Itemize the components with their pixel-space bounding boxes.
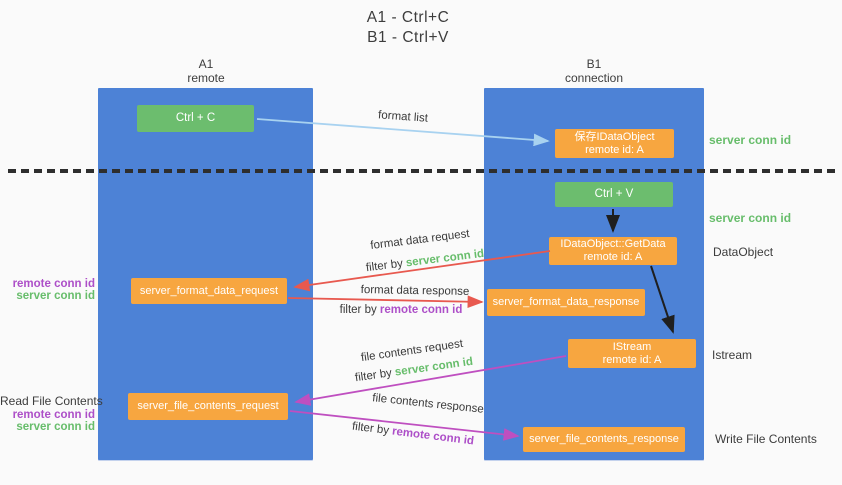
- title-line-2: B1 - Ctrl+V: [367, 29, 449, 46]
- idataobject-getdata-box: IDataObject::GetData remote id: A: [549, 237, 677, 265]
- file-contents-response-label: file contents response: [371, 392, 485, 416]
- file-response-filter-label: filter by remote conn id: [351, 421, 474, 448]
- section-divider-dotted-line: [8, 169, 838, 173]
- filter-by-text: filter by: [339, 304, 380, 316]
- getdata-line1: IDataObject::GetData: [560, 238, 666, 250]
- save-idataobject-line2: remote id: A: [585, 143, 644, 156]
- server-conn-id-text: server conn id: [405, 247, 485, 270]
- file-request-label: server_file_contents_request: [137, 400, 279, 412]
- lane-a1-name: A1: [198, 57, 214, 71]
- lane-b1-header: B1 connection: [565, 57, 623, 85]
- format-data-request-label: format data request: [369, 227, 471, 253]
- remote-conn-id-text: remote conn id: [379, 304, 463, 316]
- server-conn-id-text: server conn id: [394, 355, 474, 379]
- getdata-line2: remote id: A: [583, 251, 643, 263]
- title-line-1: A1 - Ctrl+C: [366, 9, 450, 26]
- file-section-left-annotations: Read File Contents remote conn id server…: [0, 394, 103, 433]
- istream-line2: remote id: A: [602, 353, 662, 366]
- filter-by-text: filter by: [351, 420, 393, 438]
- format-section-left-annotations: remote conn id server conn id: [0, 278, 95, 302]
- write-file-contents-annotation: Write File Contents: [715, 432, 817, 446]
- dataobject-annotation: DataObject: [713, 245, 774, 259]
- server-conn-id-annotation: server conn id: [16, 289, 95, 302]
- server-format-data-response-box: server_format_data_response: [487, 289, 645, 316]
- ctrl-c-box: Ctrl + C: [137, 105, 254, 132]
- file-response-label: server_file_contents_response: [529, 433, 679, 445]
- ctrl-v-label: Ctrl + V: [594, 188, 634, 200]
- filter-by-text: filter by: [354, 366, 396, 385]
- server-conn-id-annotation-top: server conn id: [709, 133, 792, 147]
- server-conn-id-annotation: server conn id: [16, 420, 95, 433]
- lane-a1-header: A1 remote: [187, 57, 224, 85]
- lane-a1-sub: remote: [187, 71, 225, 85]
- ctrl-v-box: Ctrl + V: [555, 182, 673, 207]
- istream-box: IStream remote id: A: [568, 339, 696, 368]
- diagram-title: A1 - Ctrl+C B1 - Ctrl+V: [367, 8, 450, 48]
- istream-line1: IStream: [612, 340, 652, 353]
- ctrl-c-label: Ctrl + C: [175, 112, 216, 124]
- save-idataobject-line1: 保存IDataObject: [574, 130, 655, 143]
- lane-b1-sub: connection: [564, 71, 624, 85]
- server-file-contents-response-box: server_file_contents_response: [523, 427, 685, 452]
- istream-annotation: Istream: [712, 348, 753, 362]
- lane-b1-name: B1: [586, 57, 602, 71]
- remote-conn-id-annotation: remote conn id: [12, 278, 95, 290]
- remote-conn-id-text: remote conn id: [391, 425, 475, 448]
- remote-conn-id-annotation: remote conn id: [12, 409, 95, 421]
- server-format-data-request-box: server_format_data_request: [131, 278, 287, 304]
- read-file-contents-annotation: Read File Contents: [0, 394, 103, 408]
- format-request-filter-label: filter by server conn id: [365, 248, 484, 274]
- format-response-label: server_format_data_response: [492, 296, 640, 308]
- format-request-label: server_format_data_request: [139, 284, 279, 297]
- format-data-response-arrow: [287, 295, 484, 309]
- format-list-label: format list: [377, 109, 429, 125]
- format-response-filter-label: filter by remote conn id: [340, 304, 463, 316]
- server-conn-id-annotation-mid: server conn id: [709, 211, 792, 225]
- save-idataobject-box: 保存IDataObject remote id: A: [555, 129, 674, 158]
- format-data-response-label: format data response: [360, 284, 470, 298]
- filter-by-text: filter by: [365, 257, 407, 275]
- server-file-contents-request-box: server_file_contents_request: [128, 393, 288, 420]
